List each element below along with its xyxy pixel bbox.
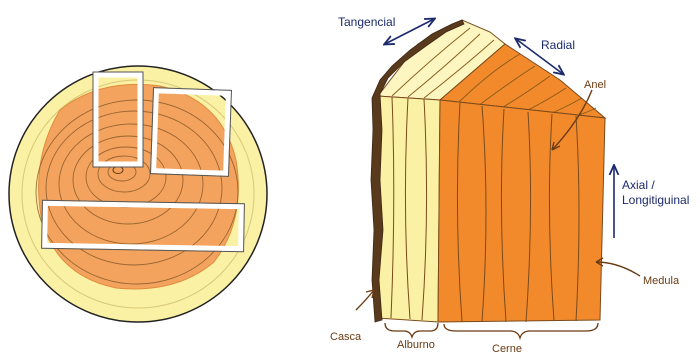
alburno-label: Alburno [397,339,435,351]
braces [385,323,598,338]
alburno-brace [385,323,438,337]
anel-label: Anel [584,79,606,91]
longitudinal-label: Longitiguinal [622,193,689,207]
tangencial-label: Tangencial [338,15,395,29]
front-face-heartwood [438,100,605,322]
casca-label: Casca [330,331,362,343]
front-face-sapwood [378,96,440,322]
cerne-label: Cerne [492,343,522,353]
cerne-brace [444,323,598,338]
log-cross-section [9,66,267,322]
wood-block [371,20,605,322]
axial-label: Axial / [622,178,655,192]
radial-label: Radial [541,38,575,52]
medula-pointer [596,262,640,276]
medula-label: Medula [643,275,680,287]
casca-pointer [356,290,374,310]
